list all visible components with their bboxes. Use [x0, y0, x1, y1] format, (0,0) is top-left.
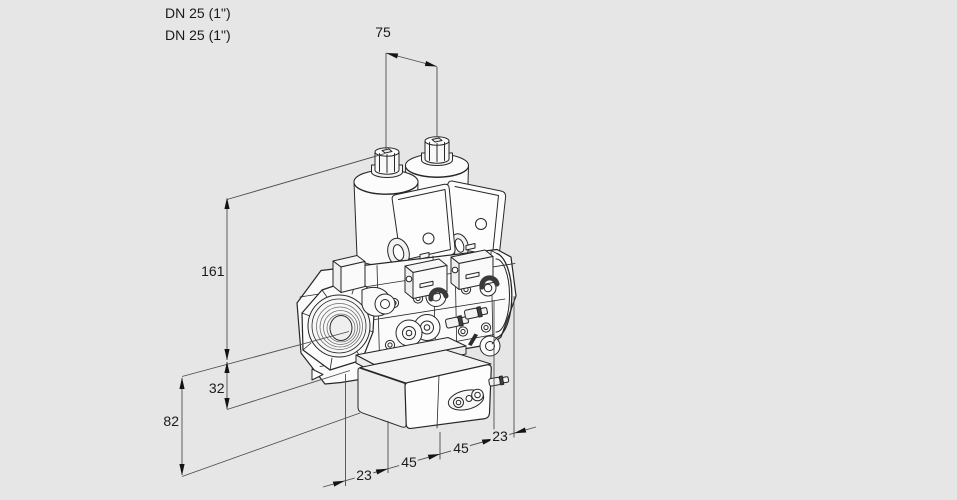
cable-loop-left	[428, 287, 449, 302]
solenoid-left-seam	[354, 184, 418, 195]
bolt-inner	[387, 342, 393, 348]
dim-161: 161	[199, 153, 386, 361]
dim-82-extension-bottom	[181, 412, 361, 477]
thread-arc	[323, 310, 358, 345]
test-nipple-2	[463, 306, 489, 320]
inlet-port-ring	[311, 298, 367, 354]
dim-bottom-chain: 23 45 45 23	[322, 296, 537, 488]
solenoid-right-cap-hole	[431, 137, 443, 143]
clamp-bolt-upper-inner	[380, 299, 390, 309]
outlet-flange-rim	[496, 252, 513, 339]
block-left-face	[357, 367, 407, 428]
bolt-inner	[483, 324, 489, 331]
outlet-flange	[490, 250, 513, 345]
disc-center	[405, 329, 413, 337]
chain-value-23a: 23	[356, 467, 372, 483]
dim-75: 75	[373, 22, 438, 150]
dim-82-value: 82	[163, 413, 179, 429]
cable-loop-right	[479, 275, 500, 290]
solenoid-right-cover-inner	[449, 186, 499, 256]
solenoid-left-cover-hole	[422, 232, 435, 245]
pivot-bolt-inner	[483, 283, 493, 293]
outlet-flange-links	[490, 250, 498, 345]
recess-screw-inner	[474, 391, 481, 399]
thread-arc	[316, 303, 363, 350]
recess-dot	[465, 395, 473, 402]
block-top-face	[359, 349, 492, 384]
solenoid-right-seam	[405, 167, 469, 178]
thread-arc	[319, 306, 361, 348]
box-side	[340, 261, 366, 293]
outlet-flange-inner	[495, 258, 510, 333]
nipple-body	[488, 376, 501, 387]
recess-screw	[471, 388, 484, 402]
solenoid-right-conduit-hole	[454, 238, 465, 253]
recess-ring-inner	[455, 399, 462, 406]
dim-75-extension-lines	[385, 53, 438, 150]
bolt-inner	[460, 328, 466, 335]
box-screw	[405, 275, 413, 283]
block-right-face	[404, 364, 492, 430]
solenoid-left-conduit-hole	[392, 244, 405, 261]
pipe-axis-extension	[181, 331, 350, 377]
box-screw	[451, 266, 459, 274]
dim-75-arrowheads	[386, 53, 437, 67]
box-slot	[465, 271, 480, 280]
box-slot	[419, 280, 434, 289]
solenoid-left	[353, 147, 456, 268]
chain-value-45b: 45	[453, 440, 469, 456]
dim-32-arrowheads	[224, 361, 230, 410]
disc-center	[423, 324, 431, 331]
chain-extension-lines	[345, 296, 515, 486]
dimension-annotations: DN 25 (1") DN 25 (1") 75 161 32	[161, 5, 537, 488]
nipple-tip	[480, 307, 489, 316]
inlet-port-threads	[316, 303, 363, 350]
valve-body-joints	[376, 250, 494, 377]
dim-32-value: 32	[209, 380, 225, 396]
nipple-tip	[502, 376, 510, 384]
dim-82-arrowheads	[179, 377, 185, 476]
solenoid-left-cap-hole	[381, 148, 393, 154]
terminal-box-left	[332, 255, 366, 293]
dim-32: 32	[206, 361, 351, 410]
dim-161-extension-top	[226, 153, 386, 200]
block-face-seam	[436, 375, 440, 429]
valve-illustration	[296, 136, 517, 430]
solenoid-right-cap-knurl	[429, 142, 445, 162]
dim-82: 82	[161, 377, 361, 477]
port-size-label-2: DN 25 (1")	[165, 27, 231, 43]
discs	[395, 314, 441, 347]
dim-75-value: 75	[375, 24, 391, 40]
inlet-port-bore	[329, 315, 353, 341]
chain-value-45a: 45	[401, 454, 417, 470]
solenoid-left-cap-knurl	[379, 153, 395, 173]
box-tab	[419, 252, 430, 260]
block-nipple	[488, 375, 510, 387]
terminal-boxes	[332, 243, 500, 302]
recess-ring	[453, 397, 464, 408]
box-tab	[465, 243, 476, 251]
port-size-label-1: DN 25 (1")	[165, 5, 231, 21]
chain-arrowheads	[332, 427, 527, 487]
dim-161-value: 161	[201, 263, 225, 279]
dim-32-extension-bottom	[226, 370, 351, 410]
solenoid-right-cover-hole	[475, 218, 487, 230]
thread-arc	[326, 313, 356, 343]
regulator-block	[355, 337, 510, 430]
chain-value-23b: 23	[492, 428, 508, 444]
